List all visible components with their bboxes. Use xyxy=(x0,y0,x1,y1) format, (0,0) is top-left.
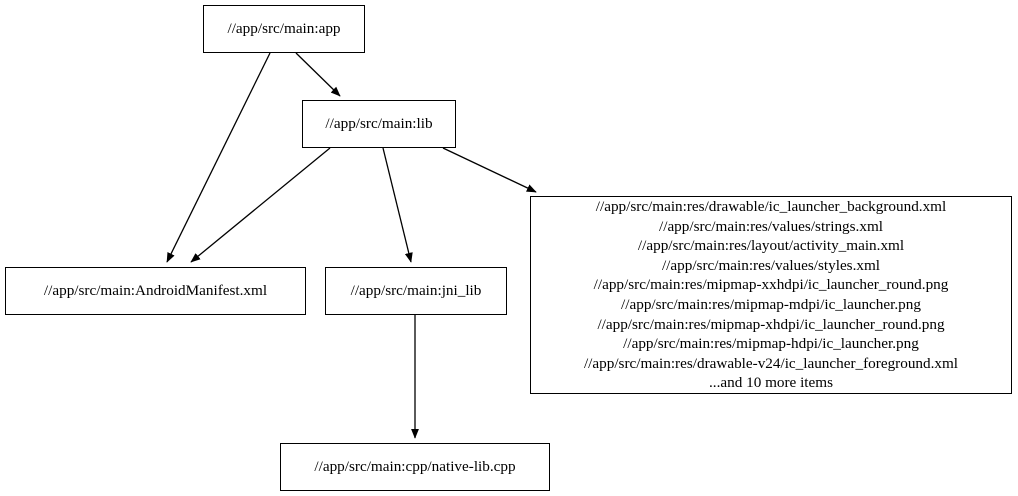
edge-lib-to-jni-lib xyxy=(382,147,413,263)
node-lib-label: //app/src/main:lib xyxy=(325,115,433,133)
node-app-label: //app/src/main:app xyxy=(227,20,341,38)
edge-app-to-lib xyxy=(295,52,341,97)
edge-app-to-android-manifest xyxy=(166,52,271,263)
node-native-lib-label: //app/src/main:cpp/native-lib.cpp xyxy=(314,458,516,476)
node-app[interactable]: //app/src/main:app xyxy=(203,5,365,53)
node-resources[interactable]: //app/src/main:res/drawable/ic_launcher_… xyxy=(530,196,1012,394)
node-jni-lib-label: //app/src/main:jni_lib xyxy=(350,282,482,300)
node-android-manifest-label: //app/src/main:AndroidManifest.xml xyxy=(43,282,268,300)
node-lib[interactable]: //app/src/main:lib xyxy=(302,100,456,148)
node-android-manifest[interactable]: //app/src/main:AndroidManifest.xml xyxy=(5,267,306,315)
node-native-lib[interactable]: //app/src/main:cpp/native-lib.cpp xyxy=(280,443,550,491)
edge-lib-to-android-manifest xyxy=(190,147,331,263)
edge-lib-to-resources xyxy=(442,147,537,193)
node-resources-label: //app/src/main:res/drawable/ic_launcher_… xyxy=(583,198,959,392)
node-jni-lib[interactable]: //app/src/main:jni_lib xyxy=(325,267,507,315)
